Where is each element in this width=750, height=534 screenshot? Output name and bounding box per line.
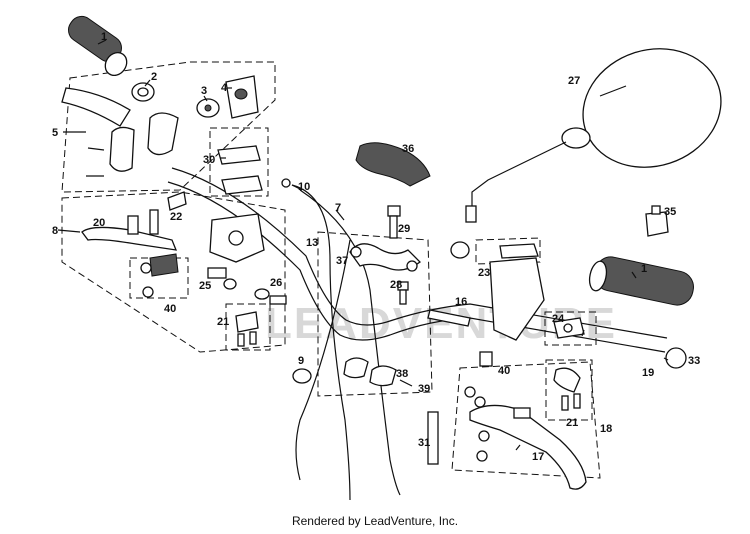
upper-clamp	[349, 243, 421, 271]
right-lever-group-outline	[451, 361, 601, 479]
callout-21-left: 21	[217, 316, 229, 328]
left-grip	[68, 15, 128, 77]
master-cylinder-group-outline	[209, 127, 269, 197]
fitting	[207, 267, 227, 279]
banjo-bolt	[167, 191, 187, 211]
lever-cover	[355, 142, 431, 187]
footer-credit: Rendered by LeadVenture, Inc.	[291, 514, 459, 528]
clip-right	[553, 367, 581, 393]
clamp-group-outline	[317, 231, 433, 397]
callout-8: 8	[52, 225, 58, 237]
callout-33: 33	[688, 355, 700, 367]
right-switch-box-outline	[544, 311, 597, 346]
callout-1-left: 1	[101, 31, 107, 43]
master-cylinder-cover	[217, 145, 261, 165]
mirror	[465, 48, 722, 223]
left-lever	[81, 226, 178, 251]
lower-clamp	[343, 357, 369, 379]
callout-10: 10	[298, 181, 310, 193]
o-ring	[254, 288, 270, 300]
callout-19: 19	[642, 367, 654, 379]
callout-labels: 1 2 3 4 5 8 9 10 7 13 16 17 18 19 20 21 …	[52, 31, 700, 463]
callout-17: 17	[532, 451, 544, 463]
callout-27: 27	[568, 75, 580, 87]
callout-18: 18	[600, 423, 612, 435]
switch-block-left	[235, 311, 259, 333]
callout-25: 25	[199, 280, 211, 292]
plate	[427, 411, 439, 465]
throttle-group-outline	[475, 237, 541, 265]
callout-2: 2	[151, 71, 157, 83]
callout-21-right: 21	[566, 417, 578, 429]
hose-fitting	[427, 309, 471, 327]
callout-1-right: 1	[641, 263, 647, 275]
callout-9: 9	[298, 355, 304, 367]
callout-20: 20	[93, 217, 105, 229]
clamp-bolt	[387, 205, 401, 217]
callout-36: 36	[402, 143, 414, 155]
callout-35: 35	[664, 206, 676, 218]
throttle-tube	[61, 87, 131, 127]
callout-28: 28	[390, 279, 402, 291]
callout-7: 7	[335, 202, 341, 214]
callout-30: 30	[203, 154, 215, 166]
cables	[291, 184, 401, 501]
callout-38: 38	[396, 368, 408, 380]
callout-39: 39	[418, 383, 430, 395]
clamp-half-lower	[109, 126, 135, 172]
callout-40-left: 40	[164, 303, 176, 315]
callout-22: 22	[170, 211, 182, 223]
pivot-parts-right	[479, 351, 493, 367]
callout-31: 31	[418, 437, 430, 449]
callout-29: 29	[398, 223, 410, 235]
left-grip-group-outline	[61, 61, 276, 193]
clamp-half-upper	[147, 112, 179, 156]
callout-13: 13	[306, 237, 318, 249]
master-cylinder-right	[489, 257, 545, 341]
switch-box-outline	[225, 303, 271, 351]
callout-5: 5	[52, 127, 58, 139]
bar-end-cap	[665, 347, 687, 369]
cable-end	[281, 178, 291, 188]
cable-clip	[292, 368, 312, 384]
callout-4: 4	[221, 82, 228, 94]
leader-lines	[57, 39, 669, 451]
diaphragm	[221, 175, 263, 195]
callout-37: 37	[336, 255, 348, 267]
right-clip-box-outline	[545, 359, 593, 421]
callout-40-right: 40	[498, 365, 510, 377]
callout-26: 26	[270, 277, 282, 289]
right-grip	[588, 256, 694, 306]
callout-23: 23	[478, 267, 490, 279]
callout-16: 16	[455, 296, 467, 308]
left-lever-group-outline	[61, 191, 286, 353]
callout-24: 24	[552, 313, 565, 325]
callout-3: 3	[201, 85, 207, 97]
